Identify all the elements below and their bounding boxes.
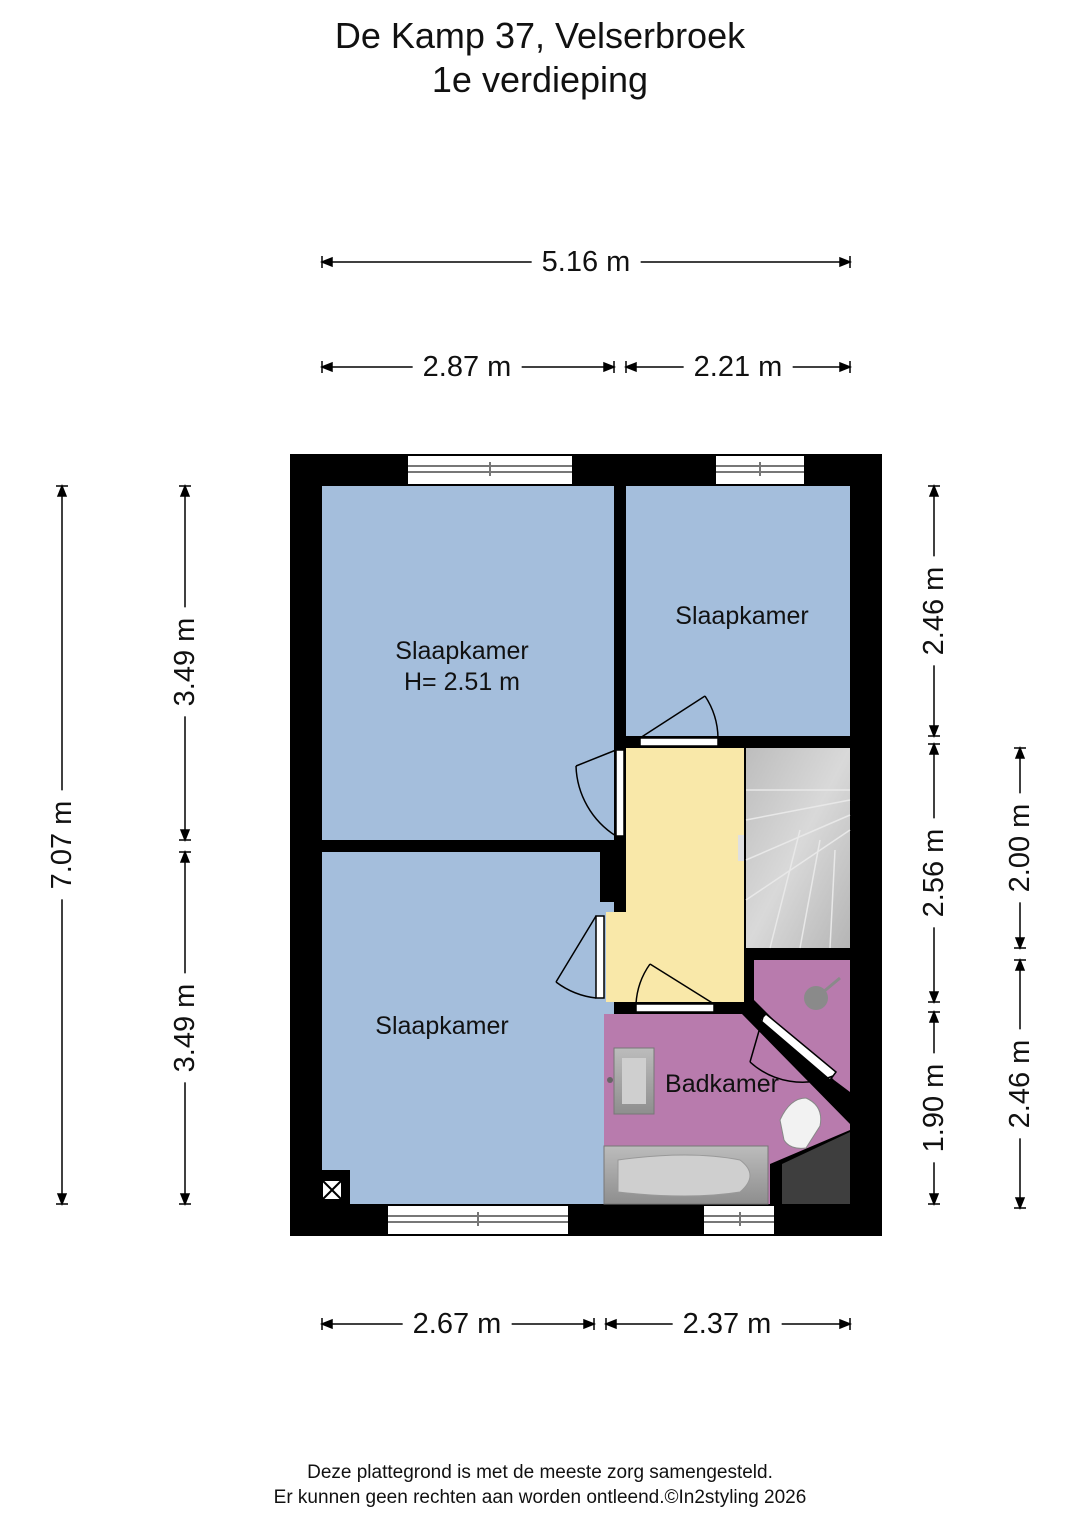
dim-far-right-lower: 2.46 m bbox=[1003, 1029, 1037, 1139]
dim-top-right: 2.21 m bbox=[683, 350, 793, 384]
disclaimer: Deze plattegrond is met de meeste zorg s… bbox=[0, 1460, 1080, 1510]
utility-shaft bbox=[782, 1132, 850, 1204]
floor-name: 1e verdieping bbox=[431, 59, 649, 100]
room-height-label: H= 2.51 m bbox=[403, 668, 521, 696]
plan-title: De Kamp 37, Velserbroek bbox=[334, 15, 746, 56]
disclaimer-line-1: Deze plattegrond is met de meeste zorg s… bbox=[307, 1462, 773, 1483]
room-hallway bbox=[606, 748, 744, 1002]
dim-far-right-upper: 2.00 m bbox=[1003, 793, 1037, 903]
door-bedroom-large bbox=[575, 749, 625, 837]
room-label-bathroom: Badkamer bbox=[665, 1070, 779, 1098]
dim-right-middle: 2.56 m bbox=[917, 818, 951, 928]
bedroom-notch-fill bbox=[600, 852, 614, 902]
dim-left-upper: 3.49 m bbox=[168, 607, 202, 717]
dim-top-total: 5.16 m bbox=[531, 245, 641, 279]
disclaimer-line-2: Er kunnen geen rechten aan worden ontlee… bbox=[273, 1487, 807, 1508]
dim-right-lower: 1.90 m bbox=[917, 1053, 951, 1163]
dim-right-upper: 2.46 m bbox=[917, 556, 951, 666]
stair-steps bbox=[745, 789, 851, 949]
window-top-right bbox=[716, 456, 804, 484]
room-label-bedroom-bottom: Slaapkamer bbox=[375, 1012, 509, 1040]
room-bedroom-small bbox=[626, 486, 850, 736]
dim-left-lower: 3.49 m bbox=[168, 973, 202, 1083]
dim-bottom-right: 2.37 m bbox=[672, 1307, 782, 1341]
door-bedroom-small bbox=[639, 695, 719, 747]
door-bedroom-bottom bbox=[555, 915, 605, 999]
room-label-bedroom-large: Slaapkamer bbox=[395, 637, 529, 665]
dim-bottom-left: 2.67 m bbox=[402, 1307, 512, 1341]
stair-rail bbox=[738, 835, 744, 861]
room-bedroom-large bbox=[322, 486, 614, 840]
window-top-left bbox=[408, 456, 572, 484]
toilet-bowl bbox=[779, 1097, 822, 1149]
bathtub bbox=[603, 1145, 769, 1205]
sink bbox=[607, 1047, 655, 1115]
window-bottom-left bbox=[388, 1206, 568, 1234]
staircase bbox=[746, 748, 850, 948]
room-label-bedroom-small: Slaapkamer bbox=[675, 602, 809, 630]
door-toilet bbox=[749, 1012, 838, 1083]
door-bathroom bbox=[635, 963, 715, 1013]
hand-basin bbox=[804, 976, 841, 1010]
dim-left-total: 7.07 m bbox=[45, 790, 79, 900]
dim-top-left: 2.87 m bbox=[412, 350, 522, 384]
window-bottom-right bbox=[704, 1206, 774, 1234]
room-bedroom-bottom bbox=[322, 852, 614, 1204]
